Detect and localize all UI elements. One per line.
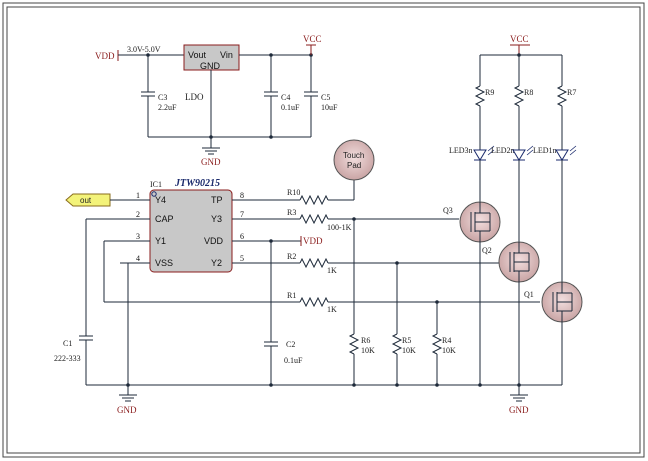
r5-ref: R5 xyxy=(402,336,411,345)
out-port: out xyxy=(65,193,120,207)
r6-value: 10K xyxy=(361,346,375,355)
r7-ref: R7 xyxy=(567,88,576,97)
ic1-pin7-name: Y3 xyxy=(211,214,222,224)
q2-ref: Q2 xyxy=(482,246,492,255)
r8-resistor xyxy=(513,85,525,107)
led3-ref: LED3n xyxy=(449,146,473,155)
ic1-pin6-num: 6 xyxy=(240,232,244,241)
c1-ref: C1 xyxy=(63,339,72,348)
out-port-label: out xyxy=(80,196,92,205)
ic1-body xyxy=(149,189,233,273)
ic1-pin8-name: TP xyxy=(211,195,223,205)
ic1-pin2-num: 2 xyxy=(136,210,140,219)
touch-pad: Touch Pad xyxy=(333,139,375,181)
c4-ref: C4 xyxy=(281,93,290,102)
led1: LED1n xyxy=(533,145,577,285)
r4-resistor xyxy=(431,333,443,355)
vdd-label-input: VDD xyxy=(95,51,115,61)
ldo-section: VDD 3.0V-5.0V Vout Vin GND VCC C3 2.2uF … xyxy=(95,34,338,167)
q3-transistor: Q3 xyxy=(443,201,501,385)
c2-value: 0.1uF xyxy=(284,356,303,365)
ldo-vin-pin: Vin xyxy=(220,50,233,60)
r3-resistor xyxy=(299,213,329,225)
r1-value: 1K xyxy=(327,305,337,314)
c3-ref: C3 xyxy=(158,93,167,102)
r5-value: 10K xyxy=(402,346,416,355)
ic1-pin6-name: VDD xyxy=(204,236,224,246)
r2-resistor xyxy=(299,257,329,269)
vdd-label-ic: VDD xyxy=(303,236,323,246)
r2-value: 1K xyxy=(327,266,337,275)
ground-symbol-right xyxy=(510,385,528,402)
r1-resistor xyxy=(299,296,329,308)
touch-pad-line1: Touch xyxy=(343,151,364,160)
r8-ref: R8 xyxy=(524,88,533,97)
vcc-label-ldo: VCC xyxy=(303,34,322,44)
ic1-pin4-num: 4 xyxy=(136,254,140,263)
sheet-inner-border xyxy=(6,6,641,454)
r5-resistor xyxy=(391,333,403,355)
r7-resistor xyxy=(556,85,568,107)
led1-ref: LED1n xyxy=(533,146,557,155)
r10-resistor xyxy=(299,194,329,206)
r1-ref: R1 xyxy=(287,291,296,300)
gnd-label-right: GND xyxy=(509,405,529,415)
gnd-label-ldo: GND xyxy=(201,157,221,167)
ic1-pin3-name: Y1 xyxy=(155,236,166,246)
r2-ref: R2 xyxy=(287,252,296,261)
ic1-part-name: JTW90215 xyxy=(174,178,220,189)
ldo-vout-pin: Vout xyxy=(188,50,207,60)
ground-symbol-left xyxy=(119,394,137,402)
ic1-pin2-name: CAP xyxy=(155,214,174,224)
ldo-gnd-pin: GND xyxy=(200,61,221,71)
r10-ref: R10 xyxy=(287,188,300,197)
q1-ref: Q1 xyxy=(524,290,534,299)
q2-transistor: Q2 xyxy=(482,241,540,385)
led2-ref: LED2n xyxy=(491,146,515,155)
r4-value: 10K xyxy=(442,346,456,355)
c2-ref: C2 xyxy=(286,340,295,349)
led3: LED3n xyxy=(449,145,495,205)
r3-ref: R3 xyxy=(287,208,296,217)
c1-value: 222-333 xyxy=(54,354,81,363)
ground-symbol-ldo xyxy=(202,147,220,155)
r6-ref: R6 xyxy=(361,336,370,345)
ic1-chip: IC1 JTW90215 1 2 3 4 Y4 CAP Y1 VSS 8 7 6… xyxy=(120,178,262,273)
led2: LED2n xyxy=(491,145,534,245)
c5-ref: C5 xyxy=(321,93,330,102)
ic1-pin1-name: Y4 xyxy=(155,195,166,205)
touch-pad-line2: Pad xyxy=(347,161,361,170)
ic1-ref: IC1 xyxy=(150,180,162,189)
q3-ref: Q3 xyxy=(443,206,453,215)
ldo-label: LDO xyxy=(185,92,204,102)
q1-transistor: Q1 xyxy=(524,281,583,385)
c5-value: 10uF xyxy=(321,103,338,112)
ic1-pin1-num: 1 xyxy=(136,191,140,200)
vcc-label-led: VCC xyxy=(510,34,529,44)
c3-value: 2.2uF xyxy=(158,103,177,112)
r9-ref: R9 xyxy=(485,88,494,97)
r9-resistor xyxy=(474,85,486,107)
ic1-pin8-num: 8 xyxy=(240,191,244,200)
ic1-pin5-num: 5 xyxy=(240,254,244,263)
ic1-pin5-name: Y2 xyxy=(211,258,222,268)
ic1-pin4-name: VSS xyxy=(155,258,173,268)
r6-resistor xyxy=(348,333,360,355)
ic1-pin3-num: 3 xyxy=(136,232,140,241)
voltage-range-label: 3.0V-5.0V xyxy=(127,45,161,54)
ic1-pin7-num: 7 xyxy=(240,210,244,219)
c4-value: 0.1uF xyxy=(281,103,300,112)
r4-ref: R4 xyxy=(442,336,451,345)
gnd-label-left: GND xyxy=(117,405,137,415)
r3-value: 100-1K xyxy=(327,223,352,232)
